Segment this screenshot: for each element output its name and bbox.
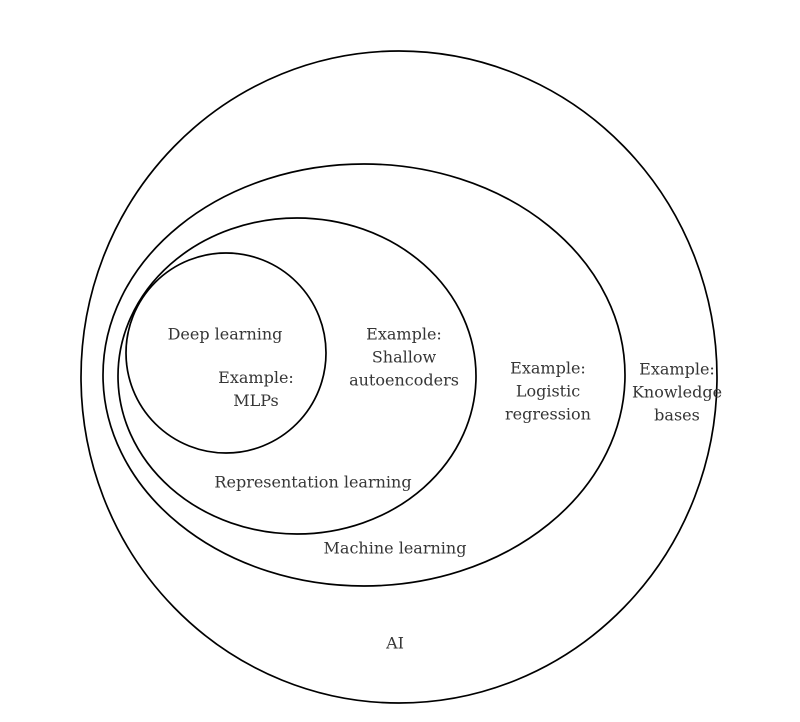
example-mlps-line2: MLPs [233,391,279,410]
example-mlps: Example: MLPs [218,366,294,412]
example-knowledge-line3: bases [654,405,700,425]
ai-ellipse [80,50,718,704]
label-ai: AI [386,633,404,653]
representation-learning-ellipse [117,217,477,535]
label-machine-learning: Machine learning [323,538,467,558]
example-knowledge-line1: Example: [639,359,715,379]
example-logistic-regression: Example: Logistic regression [505,357,591,426]
example-knowledge-line2: Knowledge [631,382,723,402]
label-deep-learning: Deep learning [167,324,283,344]
example-shallow-autoencoders: Example: Shallow autoencoders [349,323,459,392]
example-logistic-line3: regression [505,404,591,424]
example-logistic-line1: Example: [510,358,586,378]
example-knowledge-bases: Example: Knowledge bases [632,358,722,427]
example-mlps-line1: Example: [218,368,294,387]
example-shallow-line1: Example: [366,324,442,344]
example-shallow-line2: Shallow [371,347,437,367]
label-representation-learning: Representation learning [214,472,412,492]
example-shallow-line3: autoencoders [349,370,459,390]
example-logistic-line2: Logistic [515,381,581,401]
machine-learning-ellipse [102,163,626,587]
deep-learning-circle [125,252,327,454]
